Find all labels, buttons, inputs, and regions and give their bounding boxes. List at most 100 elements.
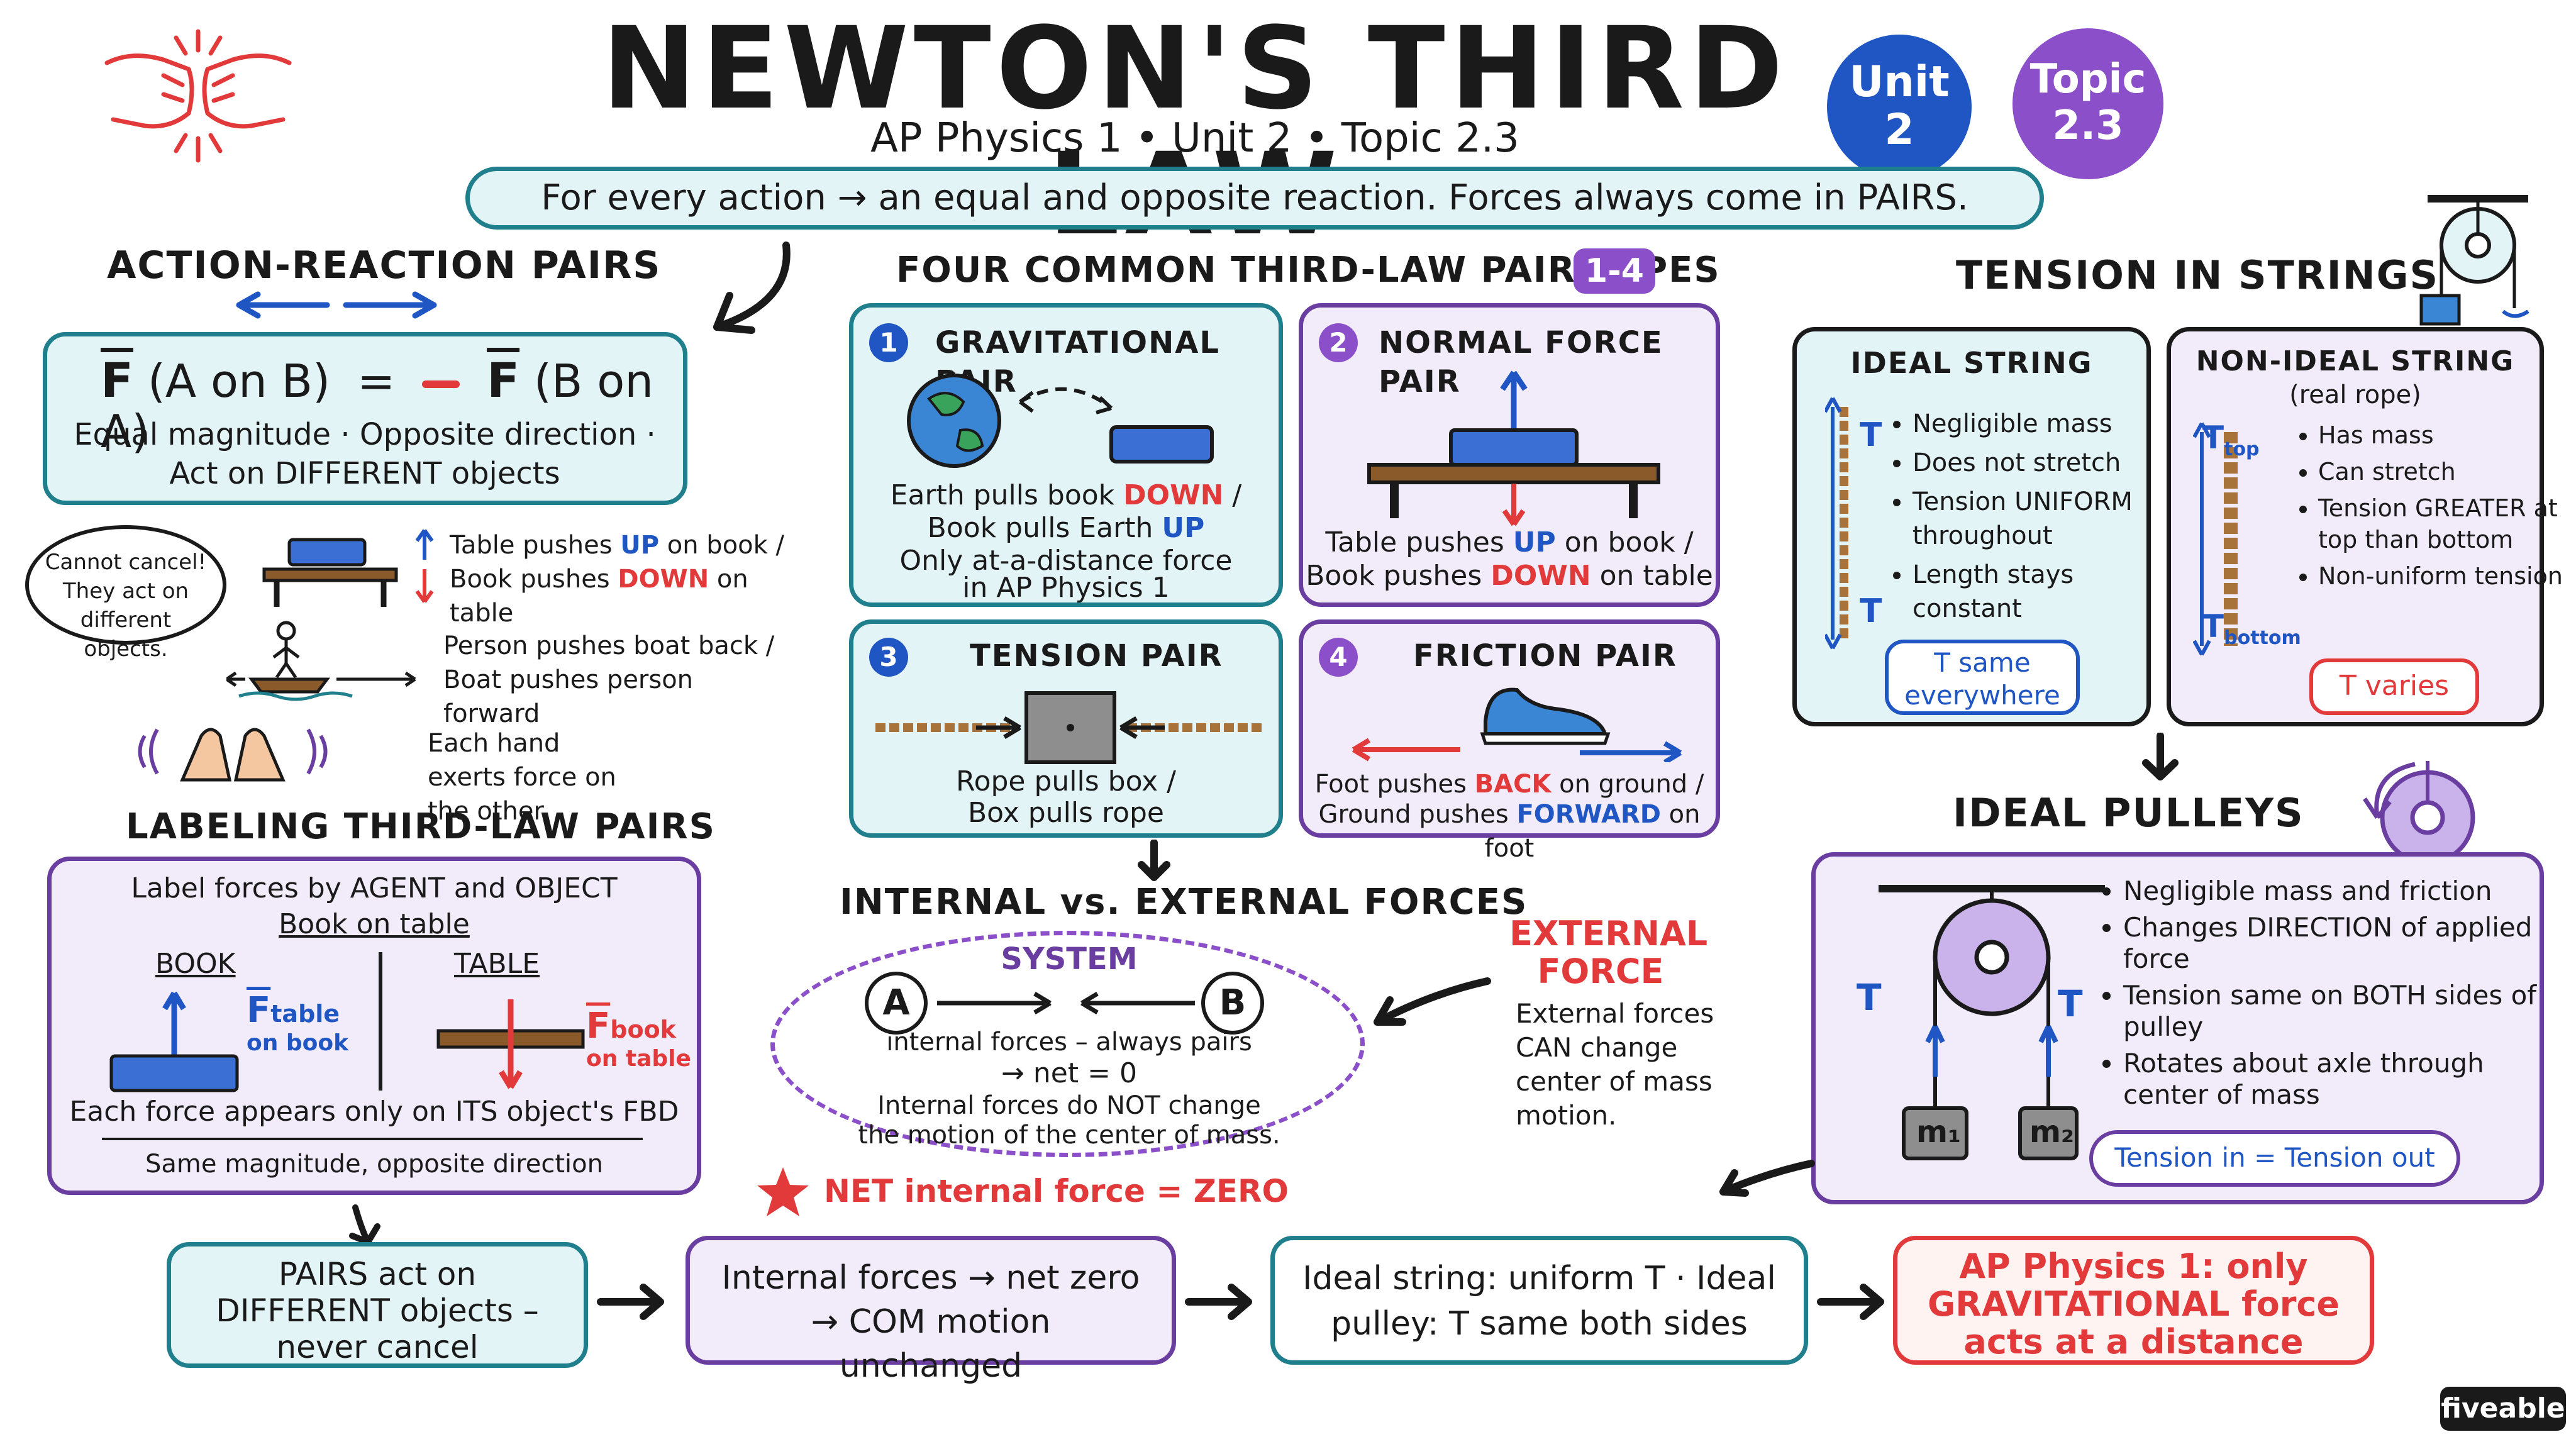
normal-line1: Table pushes UP on book / <box>1325 526 1694 558</box>
card-number-2: 2 <box>1319 323 1358 362</box>
ideal-string-card: IDEAL STRING T T Negligible mass Does no… <box>1792 327 2151 726</box>
shoe-ground-icon <box>1352 687 1682 762</box>
pulley-t-left: T <box>1857 976 1882 1019</box>
card-number-1: 1 <box>869 323 908 362</box>
ideal-string-list: Negligible mass Does not stretch Tension… <box>1885 407 2164 631</box>
friction-line2: Ground pushes FORWARD on foot <box>1318 800 1701 863</box>
non-ideal-item-2: Can stretch <box>2318 456 2563 487</box>
table-book-example: Table pushes UP on book / Book pushes DO… <box>450 531 784 628</box>
labeling-note2: Same magnitude, opposite direction <box>145 1150 603 1179</box>
ideal-item-1: Negligible mass <box>1913 407 2164 441</box>
book-table-normal-icon <box>1367 370 1660 526</box>
labeling-box: Label forces by AGENT and OBJECT Book on… <box>47 857 701 1195</box>
pair-description: Equal magnitude · Opposite direction · A… <box>74 417 656 491</box>
tension-line2: Box pulls rope <box>968 797 1164 829</box>
object-b: B <box>1201 972 1264 1035</box>
book-label: BOOK <box>155 948 236 980</box>
internal-line1: internal forces – always pairs <box>886 1028 1252 1057</box>
page-subtitle: AP Physics 1 • Unit 2 • Topic 2.3 <box>870 115 1519 162</box>
ideal-item-3: Tension UNIFORM throughout <box>1913 485 2164 553</box>
earth-book-icon <box>907 374 1214 468</box>
person-boat-icon <box>226 621 416 701</box>
ideal-item-2: Does not stretch <box>1913 446 2164 480</box>
labeling-divider <box>379 952 382 1091</box>
fist-bump-icon <box>104 29 292 163</box>
card-number-4: 4 <box>1319 638 1358 677</box>
ideal-string-note: T same everywhere <box>1885 640 2080 715</box>
non-ideal-list: Has mass Can stretch Tension GREATER at … <box>2290 419 2563 597</box>
non-ideal-note: T varies <box>2309 658 2479 715</box>
summary-card-2: Internal forces → net zero → COM motion … <box>686 1236 1176 1385</box>
gravitational-line1: Earth pulls book DOWN / <box>890 479 1242 511</box>
pulley-item-1: Negligible mass and friction <box>2123 875 2551 907</box>
t-bottom-label: Tbottom <box>2202 608 2301 649</box>
friction-line1: Foot pushes BACK on ground / <box>1314 770 1704 799</box>
book-on-table-icon <box>262 538 398 607</box>
system-label: SYSTEM <box>1001 941 1138 977</box>
pulley-masses-icon <box>1879 885 2105 1160</box>
table-label: TABLE <box>454 948 540 980</box>
system-boundary <box>770 931 1365 1157</box>
non-ideal-rope-icon <box>2193 422 2238 656</box>
summary-arrow-1 <box>597 1284 664 1320</box>
internal-line2: → net = 0 <box>1001 1057 1137 1089</box>
cannot-cancel-bubble: Cannot cancel! They act on different obj… <box>25 525 226 662</box>
internal-force-arrows <box>937 991 1195 1015</box>
t-top-label: Ttop <box>2202 419 2260 460</box>
labeling-line1: Label forces by AGENT and OBJECT <box>131 872 618 904</box>
topic-badge: Topic 2.3 <box>2012 28 2163 179</box>
ideal-t-bottom: T <box>1860 592 1882 630</box>
summary-card-1: PAIRS act on DIFFERENT objects – never c… <box>167 1242 588 1368</box>
tension-title: TENSION PAIR <box>970 638 1223 674</box>
non-ideal-item-4: Non-uniform tension <box>2318 560 2563 592</box>
labeling-heading: LABELING THIRD-LAW PAIRS <box>126 806 716 847</box>
ideal-pulleys-card: T T m₁ m₂ Negligible mass and friction C… <box>1811 852 2544 1204</box>
unit-badge: Unit 2 <box>1827 35 1972 179</box>
mass-m2: m₂ <box>2029 1114 2075 1150</box>
gravitational-pair-card: 1 GRAVITATIONAL PAIR Earth pulls book DO… <box>849 303 1283 607</box>
pulley-item-4: Rotates about axle through center of mas… <box>2123 1048 2551 1111</box>
vector-f-right: F <box>487 352 520 408</box>
double-arrow-icon <box>236 291 437 319</box>
rope-box-icon <box>875 691 1265 764</box>
fiveable-logo: fiveable <box>2440 1387 2566 1431</box>
tension-strings-heading: TENSION IN STRINGS <box>1956 252 2440 298</box>
boat-example: Person pushes boat back / Boat pushes pe… <box>443 631 775 728</box>
net-internal-zero: NET internal force = ZERO <box>824 1173 1289 1209</box>
formula-right: (B on A) <box>101 355 653 458</box>
non-ideal-item-1: Has mass <box>2318 419 2563 451</box>
external-force-desc: External forces CAN change center of mas… <box>1516 998 1714 1131</box>
non-ideal-string-card: NON-IDEAL STRING (real rope) Ttop Tbotto… <box>2167 327 2563 726</box>
formula-left: (A on B) <box>147 355 331 408</box>
summary-card-3: Ideal string: uniform T · Ideal pulley: … <box>1270 1236 1808 1365</box>
labeling-line2: Book on table <box>279 908 470 940</box>
card-number-3: 3 <box>869 638 908 677</box>
action-reaction-formula-box: F (A on B) = F (B on A) Equal magnitude … <box>43 332 687 505</box>
pulley-note: Tension in = Tension out <box>2089 1130 2460 1187</box>
tension-line1: Rope pulls box / <box>955 765 1177 797</box>
summary-card-4: AP Physics 1: only GRAVITATIONAL force a… <box>1893 1236 2374 1365</box>
hands-example: Each hand exerts force on the other <box>428 729 616 826</box>
non-ideal-title: NON-IDEAL STRING <box>2196 345 2515 377</box>
table-fbd-icon <box>436 999 585 1089</box>
summary-arrow-3 <box>1817 1284 1884 1320</box>
external-force-arrow <box>1374 977 1491 1026</box>
definition-banner: For every action → an equal and opposite… <box>465 167 2044 230</box>
book-fbd-icon <box>109 991 239 1092</box>
pulley-item-3: Tension same on BOTH sides of pulley <box>2123 980 2551 1043</box>
pulley-block-icon <box>2419 195 2529 326</box>
labeling-note1: Each force appears only on ITS object's … <box>69 1096 679 1128</box>
down-arrow-icon-3 <box>2142 733 2179 780</box>
internal-line3: Internal forces do NOT change <box>877 1091 1261 1120</box>
ideal-t-top: T <box>1860 416 1882 454</box>
pulley-icon <box>2363 761 2475 865</box>
internal-external-heading: INTERNAL vs. EXTERNAL FORCES <box>840 882 1528 923</box>
normal-title: NORMAL FORCE PAIR <box>1379 325 1663 399</box>
gravitational-line2: Book pulls Earth UP <box>927 512 1205 544</box>
vector-f-left: F <box>101 352 133 408</box>
ideal-item-4: Length stays constant <box>1913 558 2164 626</box>
minus-sign <box>422 380 460 389</box>
action-reaction-heading: ACTION-REACTION PAIRS <box>107 243 662 287</box>
object-a: A <box>865 972 928 1035</box>
pair-types-tag: 1-4 <box>1574 248 1655 294</box>
